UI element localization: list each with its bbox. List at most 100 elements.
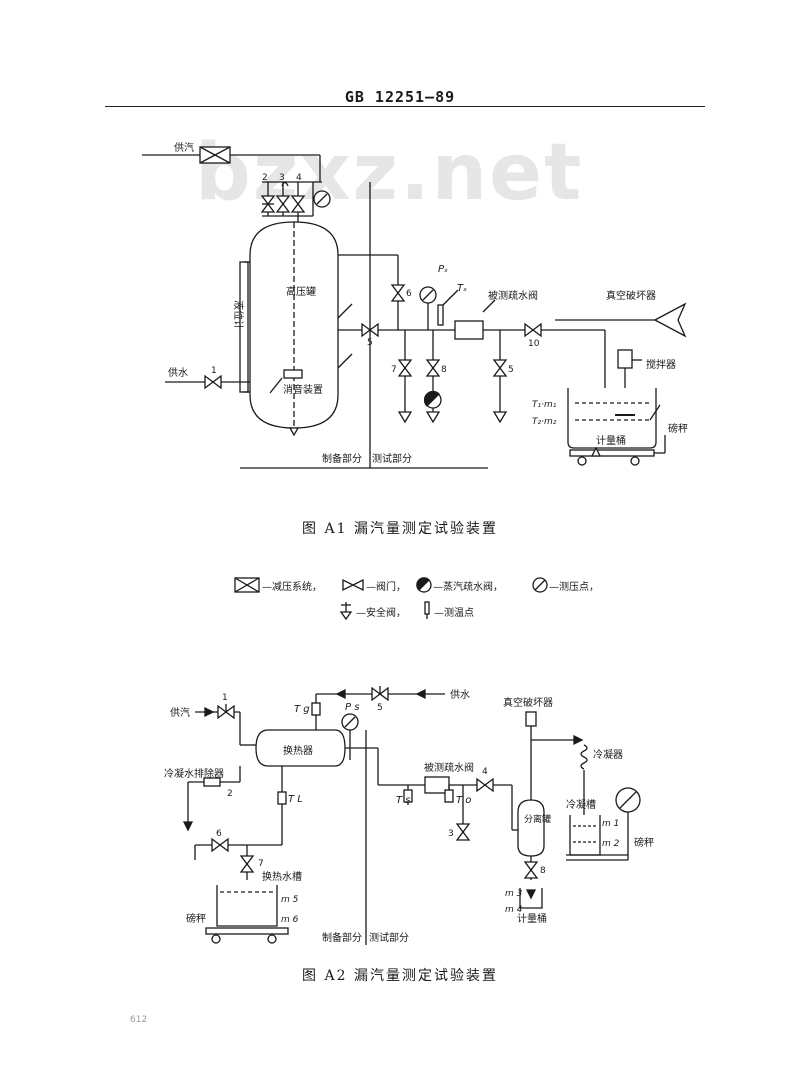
a1-label-supply-water: 供水 (168, 366, 188, 379)
legend-pressure-point-icon (532, 577, 548, 593)
valve-under-test-box (454, 320, 484, 340)
vacuum-breaker-icon (653, 302, 687, 338)
scale-platform (569, 449, 655, 457)
a1-valve-number-6: 6 (406, 289, 412, 299)
legend-valve-icon (342, 578, 364, 592)
watermark: bzxz.net (195, 128, 584, 218)
a2-valve-number-2: 2 (227, 789, 233, 799)
separator-tank (517, 799, 545, 857)
a2-valve-number-5: 5 (377, 703, 383, 713)
heat-exchanger (255, 729, 346, 767)
a1-valve-number-8: 8 (441, 365, 447, 375)
a2-label-ps: P s (345, 702, 359, 713)
valve-3-icon (275, 195, 291, 213)
valve-2-icon (260, 195, 276, 213)
a2-valve-number-7: 7 (258, 859, 264, 869)
hx-water-tank (216, 885, 278, 927)
condensate-remover-icon (203, 777, 221, 787)
a2-valve-6-icon (211, 837, 229, 853)
a2-left-scale-platform (205, 927, 289, 935)
a1-valve-number-7: 7 (391, 365, 397, 375)
a2-label-scale-right: 磅秤 (634, 836, 654, 849)
a2-label-measuring-bucket: 计量桶 (517, 912, 547, 925)
a1-valve-number-4: 4 (296, 173, 302, 183)
a2-valve-1-icon (217, 704, 235, 720)
valve-6-icon (390, 284, 406, 302)
temperature-point-ts-icon (437, 304, 444, 326)
a2-label-prep-part: 制备部分 (322, 931, 362, 944)
steam-trap-icon (423, 390, 442, 409)
valve-5b-icon (492, 359, 508, 377)
legend-text-valve: —阀门， (366, 580, 406, 593)
valve-4-icon (290, 195, 306, 213)
a1-label-supply-steam: 供汽 (174, 141, 194, 154)
a1-label-vacuum-breaker: 真空破坏器 (606, 289, 656, 302)
valve-8-icon (425, 359, 441, 377)
valve-7-icon (397, 359, 413, 377)
a2-vacuum-breaker-icon (525, 711, 537, 727)
a2-valve-4-icon (476, 777, 494, 793)
a1-label-valve-under-test: 被测疏水阀 (488, 289, 538, 302)
a2-label-condenser: 冷凝器 (593, 748, 623, 761)
condenser-coil-icon (580, 744, 588, 770)
stirrer-motor-icon (617, 349, 633, 369)
a1-valve-number-3: 3 (279, 173, 285, 183)
pressure-reducing-system-icon (199, 146, 231, 164)
a2-label-tg: T g (294, 704, 310, 715)
a1-label-ts: Tₛ (457, 283, 467, 294)
cooling-tank (569, 815, 601, 856)
figure-a2-caption: 图 A2 漏汽量测定试验装置 (302, 968, 498, 984)
valve-5-icon (361, 322, 379, 338)
a1-label-measuring-bucket: 计量桶 (596, 434, 626, 447)
a2-label-m6: m 6 (281, 915, 299, 925)
legend-steam-trap-icon (416, 577, 432, 593)
standard-header: GB 12251—89 (344, 88, 456, 106)
a2-label-m5: m 5 (281, 895, 299, 905)
a2-valve-number-8: 8 (540, 866, 546, 876)
a2-label-vacuum-breaker: 真空破坏器 (503, 696, 553, 709)
legend: —减压系统， —阀门， —蒸汽疏水阀， —测压点， —安全阀， —测温点 (234, 577, 599, 621)
a2-valve-number-6: 6 (216, 829, 222, 839)
silencer-icon (283, 369, 303, 379)
a1-valve-number-5b: 5 (508, 365, 514, 375)
safety-valve-spring-icon (281, 181, 289, 187)
a2-valve-8-icon (523, 861, 539, 879)
a2-valve-number-4: 4 (482, 767, 488, 777)
a2-label-separator: 分离罐 (524, 813, 551, 825)
a1-label-tank: 高压罐 (286, 285, 316, 298)
a2-label-tl: T L (288, 794, 303, 805)
a2-valve-number-3: 3 (448, 829, 454, 839)
a1-label-t2m2: T₂·m₂ (532, 417, 557, 427)
a2-label-m4: m 4 (505, 905, 523, 915)
a2-label-supply-steam: 供汽 (170, 706, 190, 719)
a1-label-scale: 磅秤 (668, 422, 688, 435)
valve-1-icon (204, 374, 222, 390)
a2-label-cooling-tank: 冷凝槽 (566, 798, 596, 811)
a1-label-stirrer: 搅拌器 (646, 358, 676, 371)
a1-valve-number-10: 10 (528, 339, 540, 349)
a2-valve-7-icon (239, 855, 255, 873)
a2-label-scale-left: 磅秤 (186, 912, 206, 925)
a1-label-ps: Pₛ (438, 264, 448, 275)
valve-10-icon (524, 322, 542, 338)
legend-pressure-reducing-icon (234, 577, 260, 593)
a2-valve-5-icon (371, 686, 389, 702)
a2-valve-3-icon (455, 823, 471, 841)
a2-label-condensate-remover: 冷凝水排除器 (164, 767, 224, 780)
a2-label-supply-water: 供水 (450, 688, 470, 701)
legend-text-safety-valve: —安全阀， (356, 606, 406, 619)
figure-a1-caption: 图 A1 漏汽量测定试验装置 (302, 521, 498, 537)
a1-label-silencer: 消音装置 (283, 383, 323, 396)
a1-label-t1m1: T₁·m₁ (532, 400, 557, 410)
a2-label-m3: m 3 (505, 889, 523, 899)
a2-valve-number-1: 1 (222, 693, 228, 703)
legend-text-pressure-point: —测压点， (549, 580, 599, 593)
legend-text-pressure-reducing: —减压系统， (262, 580, 322, 593)
a1-label-prep-part: 制备部分 (322, 452, 362, 465)
a2-label-ts: T s (396, 795, 411, 806)
a1-valve-number-2: 2 (262, 173, 268, 183)
a2-label-m2: m 2 (602, 839, 620, 849)
figure-a1: 供汽 2 3 4 (142, 141, 688, 469)
legend-text-temperature-point: —测温点 (434, 606, 474, 619)
legend-safety-valve-icon (339, 602, 353, 621)
